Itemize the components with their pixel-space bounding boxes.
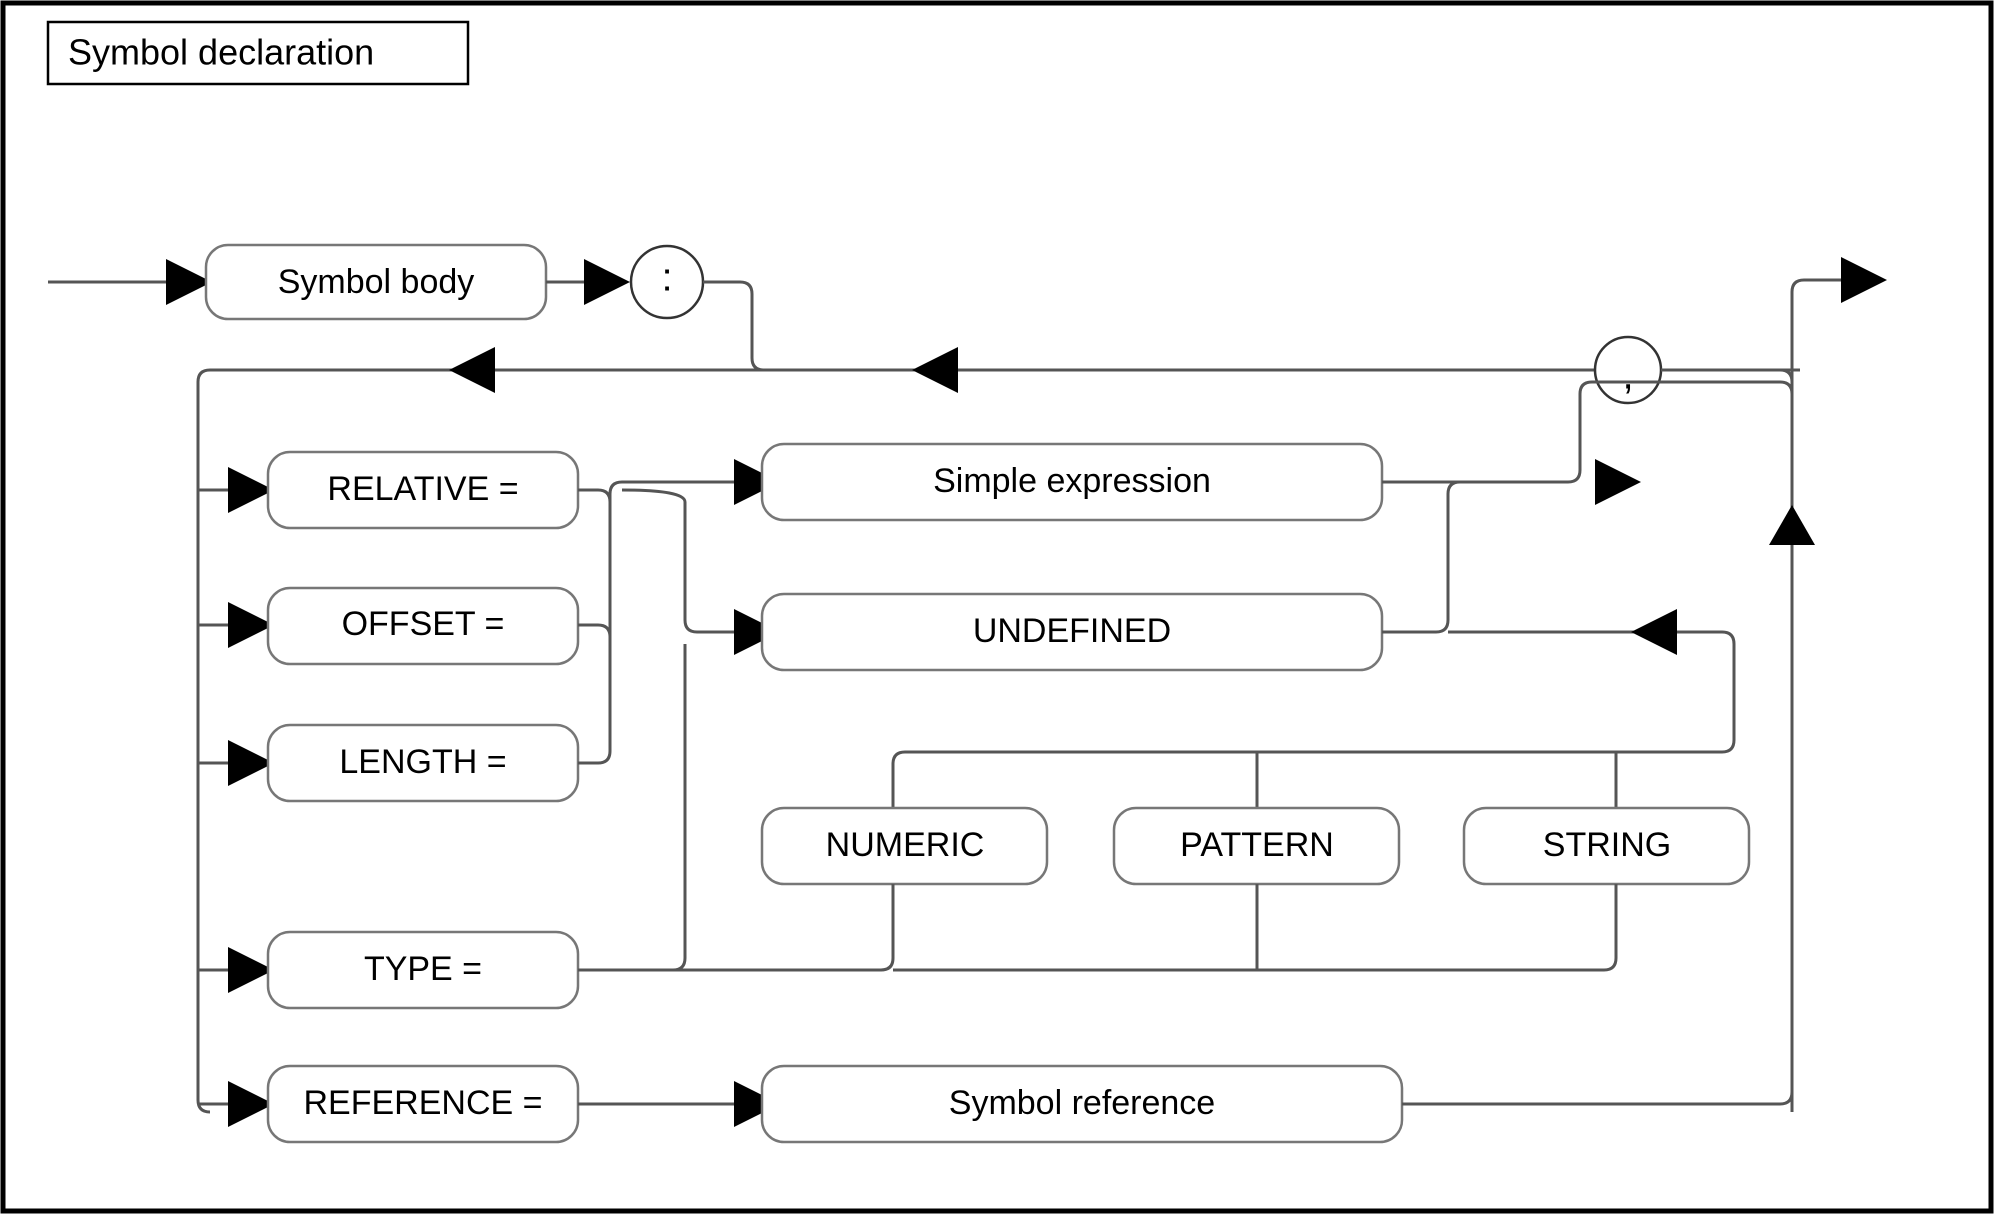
node-simple-expression-label: Simple expression	[933, 462, 1211, 500]
rail-comma-to-right-bus	[1661, 368, 1794, 485]
simple-expression-exit-arrow-icon	[1595, 459, 1641, 505]
offset-arrow-icon	[228, 602, 274, 648]
rail-undefined-up-to-exit	[1382, 480, 1461, 634]
node-numeric-label: NUMERIC	[826, 826, 985, 864]
rail-right-vertical-bus	[1790, 278, 1845, 1112]
node-undefined-label: UNDEFINED	[973, 612, 1171, 650]
rail-string-bottom	[893, 884, 1618, 972]
loopback-arrow-icon-left	[449, 347, 495, 393]
node-type-label: TYPE =	[364, 950, 482, 988]
type-arrow-icon	[228, 947, 274, 993]
rail-numeric-bottom	[673, 884, 895, 972]
rail-simple-expression-to-right-bus	[1382, 380, 1794, 484]
rail-merge-to-undefined	[621, 488, 738, 634]
node-offset-label: OFFSET =	[342, 605, 505, 643]
node-numeric[interactable]	[760, 806, 1049, 886]
node-comma-label: ,	[1622, 354, 1633, 398]
rail-merge-offset	[578, 623, 612, 638]
undefined-arrow-icon	[734, 609, 780, 655]
node-colon-label: :	[661, 256, 672, 300]
node-pattern-label: PATTERN	[1180, 826, 1334, 864]
symbol-reference-arrow-icon	[734, 1081, 780, 1127]
title-box	[46, 20, 470, 86]
right-bus-up-arrow-icon	[1769, 505, 1815, 545]
node-relative-label: RELATIVE =	[327, 470, 518, 508]
rail-type-options-return	[1052, 630, 1736, 754]
rail-numeric-down	[891, 750, 906, 808]
rail-symbol-reference-to-right-bus	[1402, 1091, 1794, 1106]
type-options-return-arrow-icon	[1631, 609, 1677, 655]
loopback-arrow-icon-right	[912, 347, 958, 393]
relative-arrow-icon	[228, 467, 274, 513]
node-symbol-reference-label: Symbol reference	[949, 1084, 1215, 1122]
rail-merge-to-simple-expression	[608, 480, 738, 502]
reference-arrow-icon	[228, 1081, 274, 1127]
rail-type-up-to-undefined-feed	[578, 644, 687, 972]
node-length-label: LENGTH =	[339, 743, 506, 781]
node-string[interactable]	[1462, 806, 1751, 886]
rail-loopback-bus	[196, 368, 1800, 1114]
rail-merge-relative-length	[578, 488, 612, 765]
diagram-title: Symbol declaration	[68, 32, 374, 73]
colon-arrow-icon	[584, 259, 630, 305]
node-string-label: STRING	[1543, 826, 1671, 864]
entry-arrow-icon	[166, 259, 212, 305]
node-symbol-body-label: Symbol body	[278, 263, 475, 301]
exit-arrow-icon	[1841, 257, 1887, 303]
rail-colon-down-to-bus	[703, 280, 900, 372]
node-reference-label: REFERENCE =	[304, 1084, 543, 1122]
simple-expression-arrow-icon	[734, 459, 780, 505]
length-arrow-icon	[228, 740, 274, 786]
